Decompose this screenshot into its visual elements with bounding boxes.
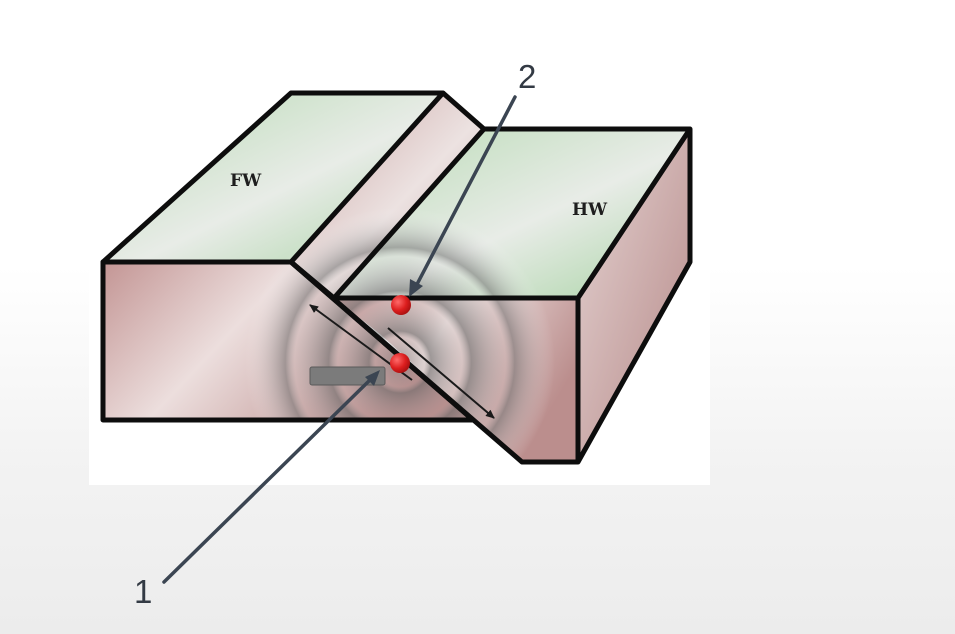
hangingwall-side-face bbox=[578, 129, 690, 462]
hypocenter-point bbox=[390, 353, 410, 373]
leader-arrowhead-1 bbox=[365, 370, 380, 386]
callout-leaders bbox=[162, 95, 517, 584]
footwall-label: FW bbox=[230, 171, 262, 191]
footwall-top-surface bbox=[103, 93, 443, 262]
leader-line-2 bbox=[412, 95, 517, 292]
leader-line-1 bbox=[162, 376, 374, 584]
leader-arrowhead-2 bbox=[409, 279, 423, 297]
rupture-bar bbox=[309, 366, 386, 386]
callout-number-1: 1 bbox=[134, 573, 152, 610]
callout-number-2: 2 bbox=[518, 58, 536, 95]
slip-arrow-down bbox=[387, 327, 495, 419]
hangingwall-label: HW bbox=[572, 200, 608, 220]
epicenter-point bbox=[391, 295, 411, 315]
block-outlines bbox=[100, 90, 693, 465]
